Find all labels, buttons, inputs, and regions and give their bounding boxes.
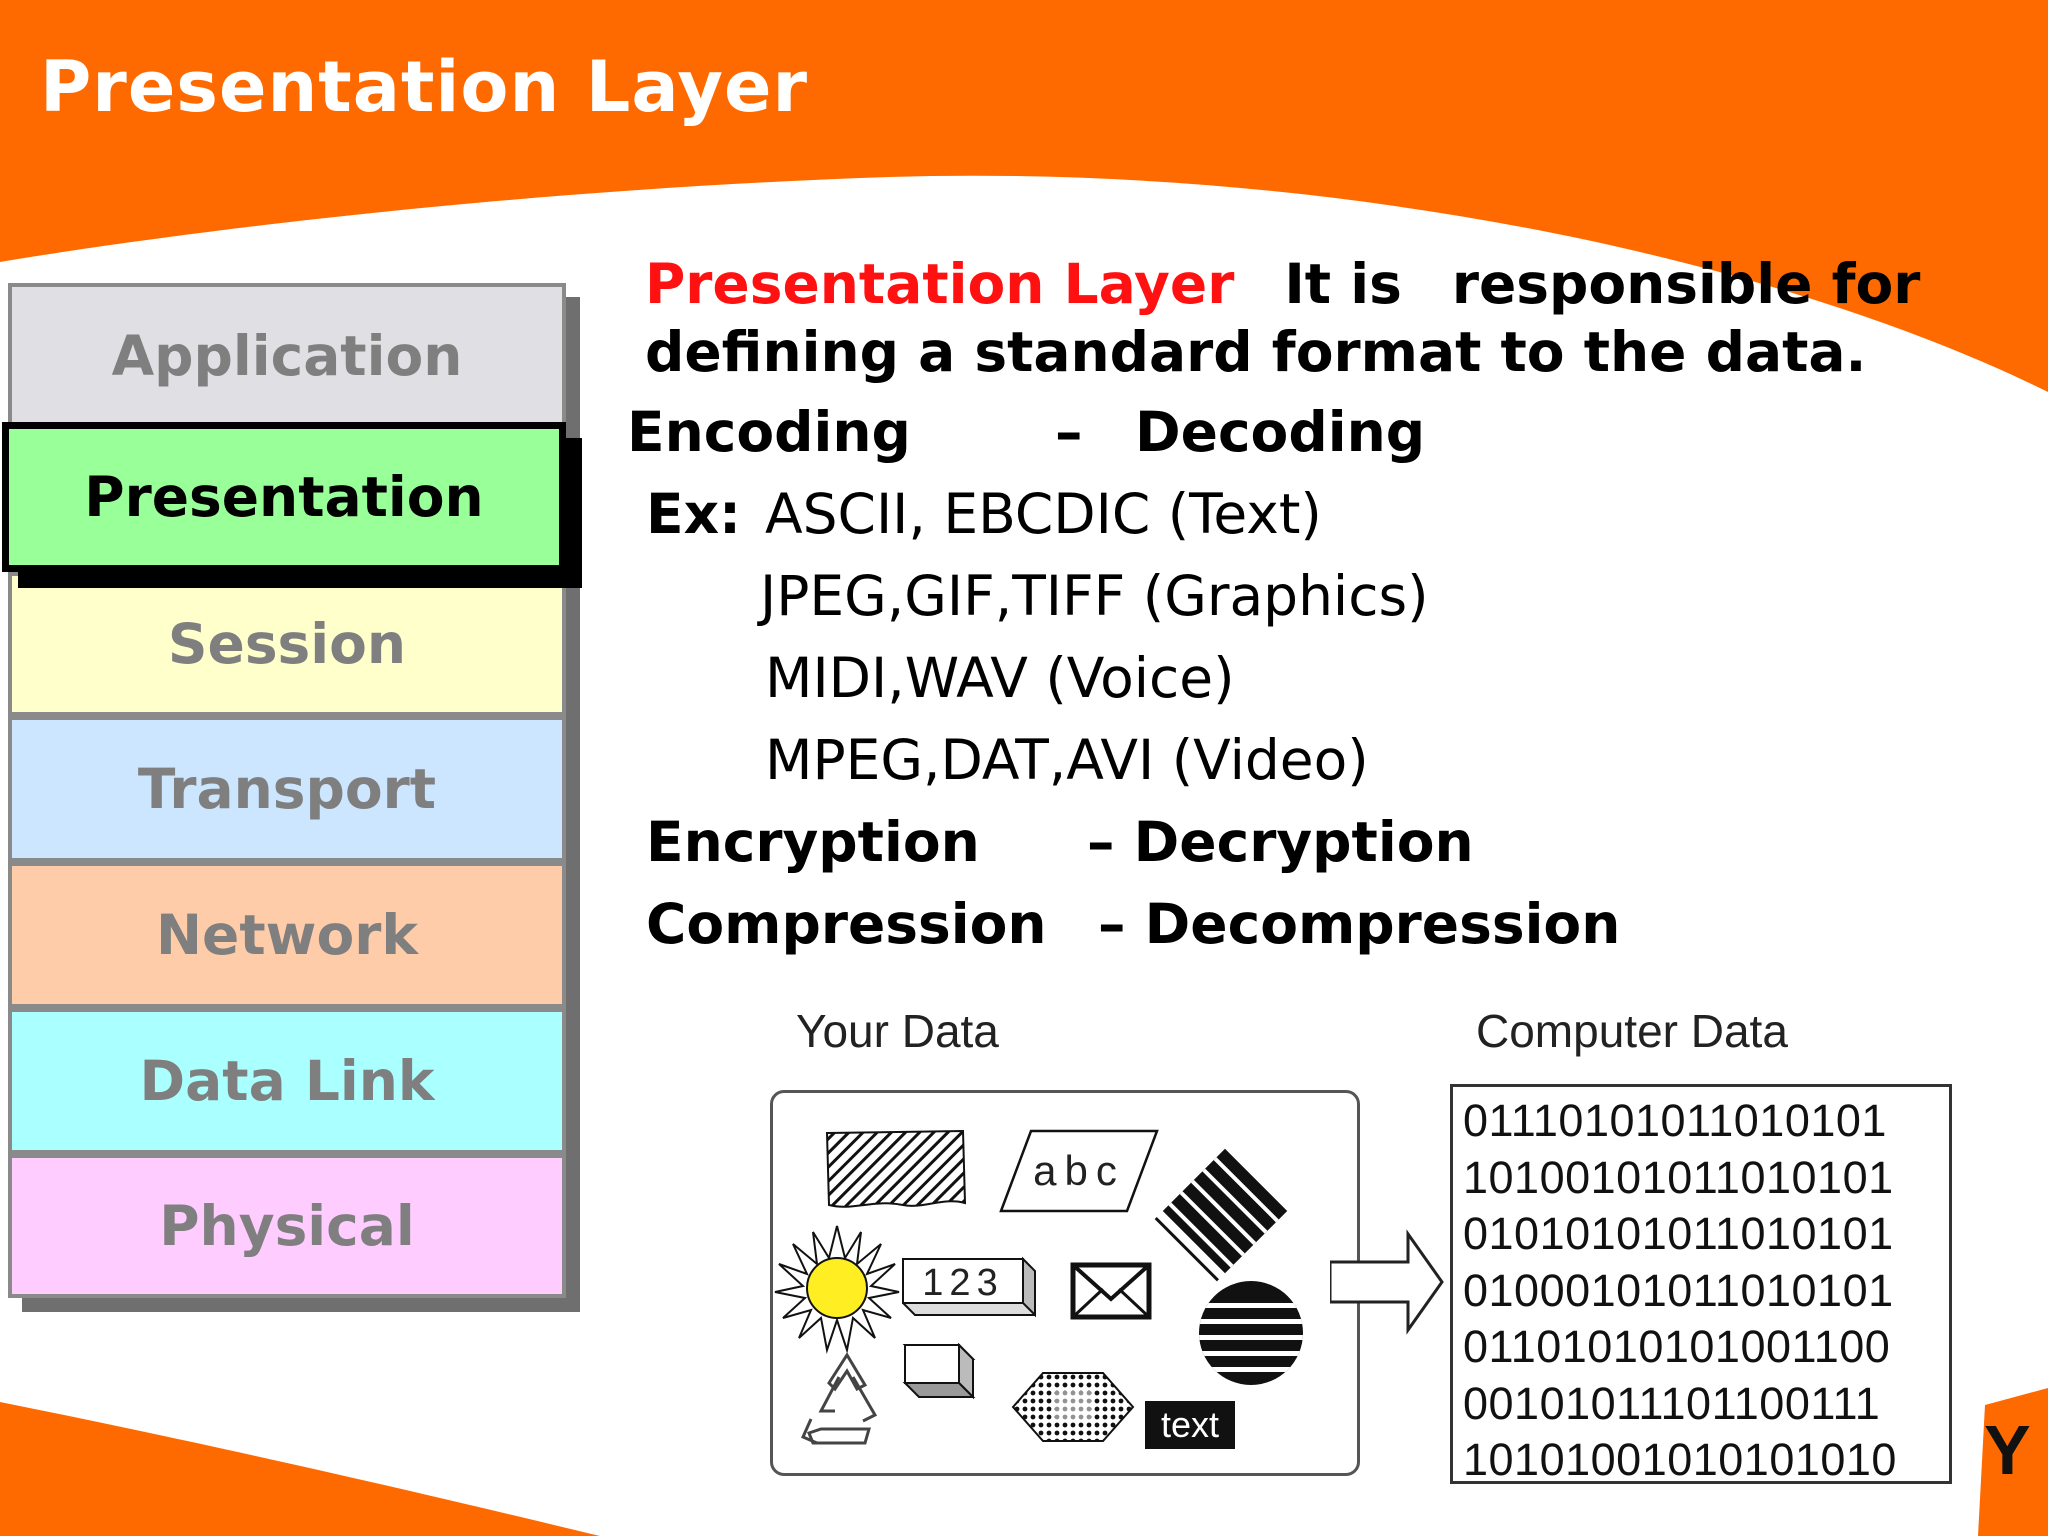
hatched-flag-icon xyxy=(825,1129,967,1208)
bit-row: 10100101011010101 xyxy=(1463,1151,1894,1203)
osi-layer-label: Physical xyxy=(159,1194,415,1258)
osi-layer-physical: Physical xyxy=(8,1154,566,1298)
text-label-icon: text xyxy=(1145,1401,1235,1449)
number-text: 123 xyxy=(922,1262,1003,1304)
encryption-label: Encryption xyxy=(646,810,980,874)
number-block-icon: 123 xyxy=(902,1256,1036,1318)
abc-text: abc xyxy=(1033,1147,1125,1194)
striped-diamond-icon xyxy=(1154,1148,1288,1282)
example-text: ASCII, EBCDIC (Text) xyxy=(765,482,1322,546)
osi-layer-session: Session xyxy=(8,572,566,716)
header-band xyxy=(0,0,2048,392)
text-icon-label: text xyxy=(1161,1404,1219,1445)
bit-row: 01010101011010101 xyxy=(1463,1208,1894,1259)
osi-layer-label: Presentation xyxy=(84,465,484,529)
osi-layer-label: Transport xyxy=(137,757,437,821)
computer-data-box: 01110101011010101 10100101011010101 0101… xyxy=(1450,1084,1952,1485)
osi-layer-label: Application xyxy=(111,324,463,388)
envelope-icon xyxy=(1070,1262,1152,1320)
recycle-icon xyxy=(801,1352,878,1445)
intro-text-3: defining a standard format to the data. xyxy=(645,320,1867,384)
bit-row: 00101011101100111 xyxy=(1463,1377,1881,1429)
bit-row: 01101010101001100 xyxy=(1463,1321,1891,1372)
bottom-left-wedge xyxy=(0,1402,600,1536)
arrow-right-icon xyxy=(1330,1229,1444,1335)
osi-layer-network: Network xyxy=(8,862,566,1008)
decoding-label: Decoding xyxy=(1135,400,1426,464)
intro-text-1: It is xyxy=(1284,252,1402,316)
your-data-box: abc 123 xyxy=(770,1090,1360,1476)
decryption-label: – Decryption xyxy=(1087,810,1474,874)
intro-paragraph: Presentation Layer It is responsible for d… xyxy=(645,250,2005,386)
osi-layer-transport: Transport xyxy=(8,716,566,862)
intro-term: Presentation Layer xyxy=(645,252,1235,316)
osi-layer-label: Session xyxy=(167,612,407,676)
encoding-dash: – xyxy=(1055,400,1083,464)
cube-icon xyxy=(902,1342,976,1400)
bit-row: 10101001010101010 xyxy=(1463,1434,1897,1485)
osi-layer-label: Data Link xyxy=(139,1049,435,1113)
data-icons: abc 123 xyxy=(774,1129,1303,1449)
bottom-right-wedge xyxy=(1978,1388,2048,1536)
abc-parallelogram-icon: abc xyxy=(999,1129,1159,1213)
bit-row: 01110101011010101 xyxy=(1463,1095,1887,1146)
osi-layer-data-link: Data Link xyxy=(8,1008,566,1154)
dotted-hexagon-icon xyxy=(1011,1372,1135,1442)
bit-row: 01000101011010101 xyxy=(1463,1264,1894,1316)
sun-icon xyxy=(774,1225,900,1354)
slide-title: Presentation Layer xyxy=(40,46,809,128)
example-voice: MIDI,WAV (Voice) xyxy=(765,646,1235,710)
osi-layer-application: Application xyxy=(8,283,566,429)
striped-circle-icon xyxy=(1199,1281,1303,1385)
ex-label: Ex: xyxy=(646,482,742,546)
example-video: MPEG,DAT,AVI (Video) xyxy=(765,728,1369,792)
example-graphics: JPEG,GIF,TIFF (Graphics) xyxy=(760,564,1429,628)
compression-label: Compression xyxy=(646,892,1047,956)
decompression-label: – Decompression xyxy=(1098,892,1621,956)
osi-layer-presentation: Presentation xyxy=(2,422,566,572)
intro-text-2: responsible for xyxy=(1451,252,1921,316)
your-data-label: Your Data xyxy=(796,1005,999,1057)
encoding-label: Encoding xyxy=(627,400,911,464)
computer-data-label: Computer Data xyxy=(1476,1005,1788,1057)
corner-logo: Y xyxy=(1984,1411,2031,1489)
osi-layer-label: Network xyxy=(156,903,418,967)
